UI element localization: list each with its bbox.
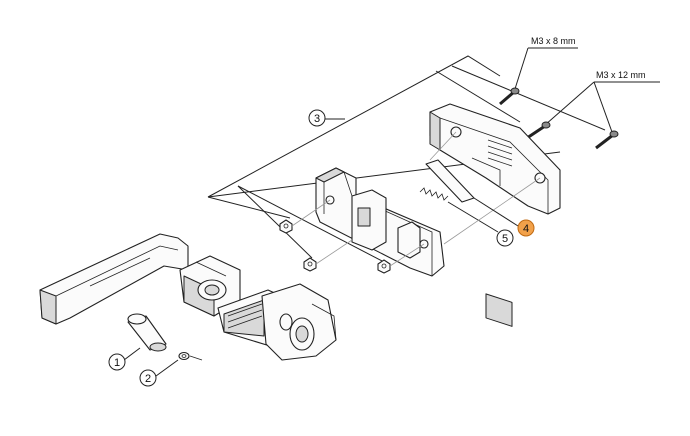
callout-4: 4 [473,197,535,237]
callout-3-bracket [207,55,606,263]
screw-m3x12-b [595,130,619,150]
middle-block [315,167,445,277]
nut-3 [377,259,391,274]
callout-1-number: 1 [114,357,120,369]
lever-body [179,255,241,317]
callout-2: 2 [139,369,157,387]
lever-handle [39,233,189,325]
screw-label-m3x12: M3 x 12 mm [596,70,646,80]
callout-3-number: 3 [314,113,320,125]
screw-m3x8 [499,87,520,106]
callout-1: 1 [108,353,126,371]
alignment-lines [291,131,541,267]
callout-2-number: 2 [145,373,151,385]
callout-3: 3 [308,109,326,127]
pin [123,313,167,361]
callout-5-number: 5 [502,233,508,245]
clamp-assembly [217,283,337,361]
callout-5: 5 [496,229,514,247]
washer [155,351,203,377]
callout-4-number: 4 [523,223,529,235]
screw-label-leaders [513,47,660,133]
nut-1 [279,219,293,234]
screw-label-m3x8: M3 x 8 mm [531,36,576,46]
spring [419,187,499,233]
nut-2 [303,257,317,272]
back-plate [429,103,561,327]
